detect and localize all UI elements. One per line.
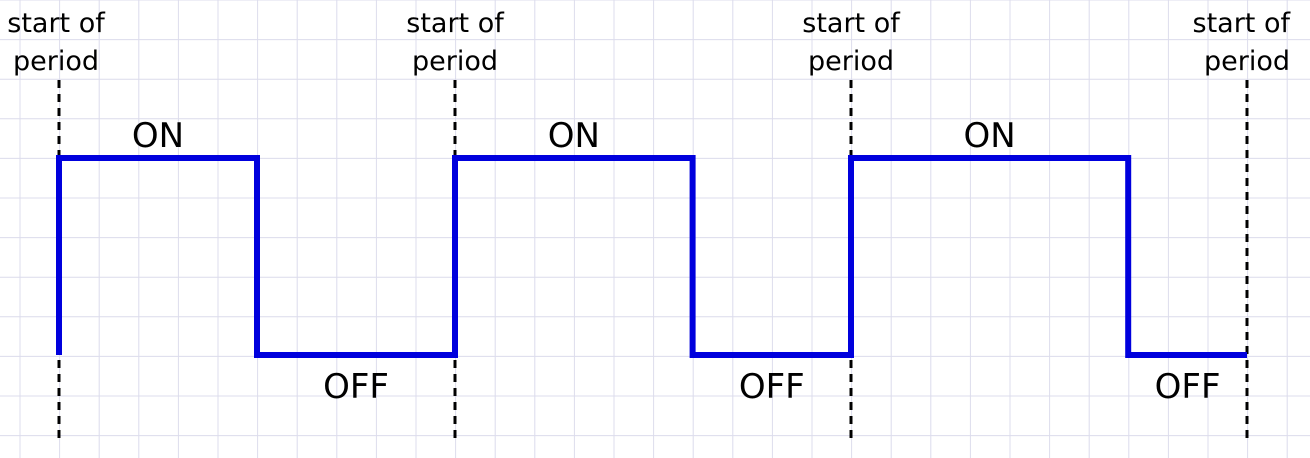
period-label-line1: start of bbox=[406, 8, 505, 39]
on-label: ON bbox=[132, 116, 184, 156]
off-label: OFF bbox=[739, 367, 805, 407]
off-label: OFF bbox=[1155, 367, 1221, 407]
period-label-line1: start of bbox=[802, 8, 901, 39]
period-label-line2: period bbox=[808, 46, 894, 77]
period-label-line1: start of bbox=[1193, 8, 1292, 39]
on-label: ON bbox=[963, 116, 1015, 156]
period-label-line2: period bbox=[1204, 46, 1290, 77]
labels: start of period start of period start of peri… bbox=[7, 8, 1291, 407]
period-label-line2: period bbox=[412, 46, 498, 77]
period-markers bbox=[57, 80, 1249, 438]
on-label: ON bbox=[548, 116, 600, 156]
pwm-waveform bbox=[56, 155, 1247, 358]
off-label: OFF bbox=[323, 367, 389, 407]
period-label-line2: period bbox=[13, 46, 99, 77]
period-label-line1: start of bbox=[7, 8, 106, 39]
